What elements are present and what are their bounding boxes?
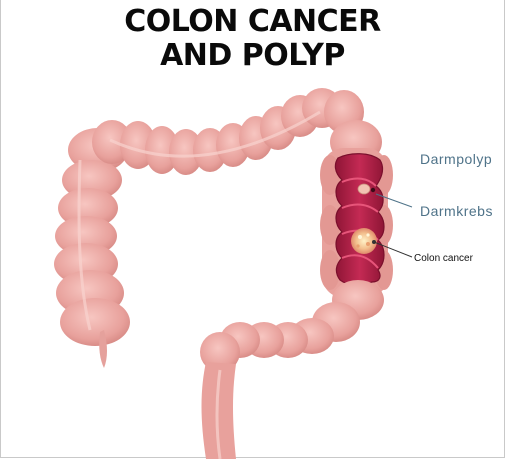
ascending-colon <box>54 128 130 368</box>
leader-dot-cancer <box>372 240 376 244</box>
colon-interior <box>335 154 384 285</box>
label-darmpolyp: Darmpolyp <box>420 151 492 167</box>
label-darmkrebs: Darmkrebs <box>420 203 493 219</box>
sigmoid-colon <box>200 280 384 459</box>
label-colon-cancer: Colon cancer <box>414 253 473 264</box>
